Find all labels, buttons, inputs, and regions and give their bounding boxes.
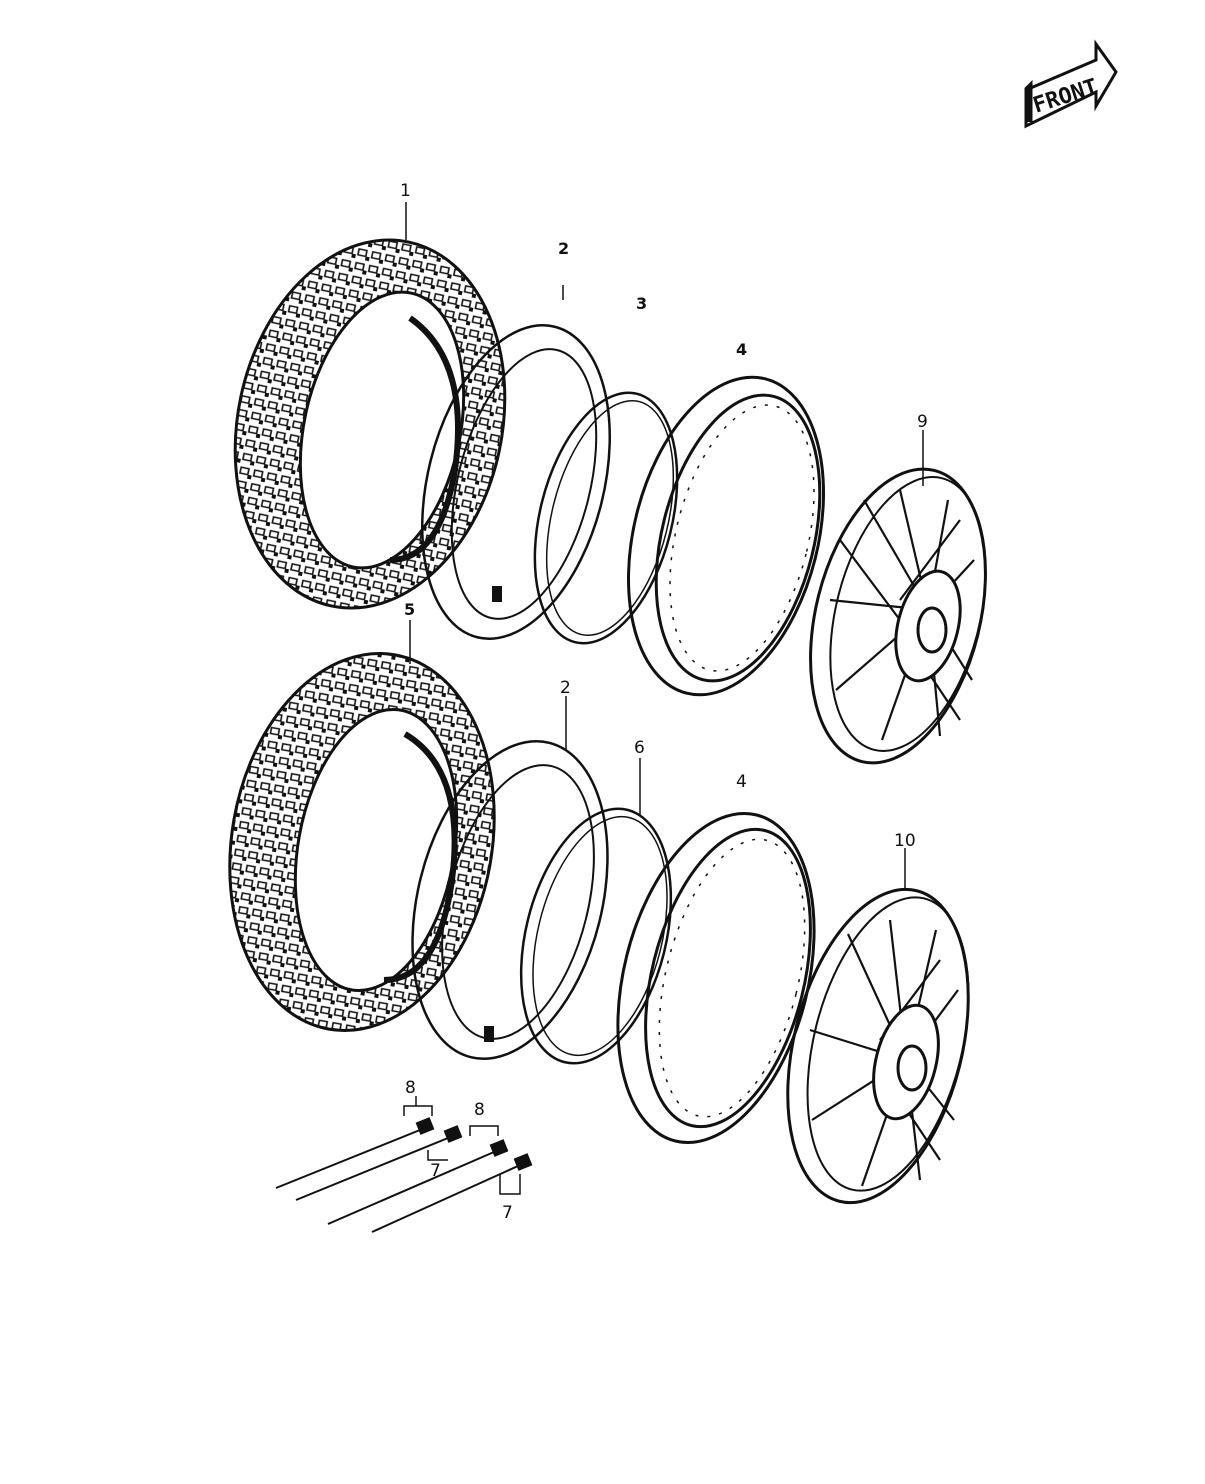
callout-9: 9 xyxy=(917,412,928,432)
callout-7-right: 7 xyxy=(502,1203,513,1223)
callout-5: 5 xyxy=(404,600,415,619)
callout-8-right: 8 xyxy=(474,1100,485,1120)
rear-rim-band xyxy=(519,807,673,1065)
callout-10: 10 xyxy=(894,831,916,851)
callout-6: 6 xyxy=(634,738,645,758)
rear-tire xyxy=(228,652,496,1032)
callout-2-front: 2 xyxy=(558,239,569,258)
callout-1: 1 xyxy=(400,181,411,201)
rear-rim xyxy=(616,811,816,1145)
rear-inner-tube xyxy=(411,739,609,1061)
callout-4-rear: 4 xyxy=(736,772,747,792)
callout-3: 3 xyxy=(636,294,647,313)
callout-8-left: 8 xyxy=(405,1078,416,1098)
front-direction-badge: FRONT xyxy=(1024,39,1118,129)
front-inner-tube xyxy=(421,324,611,640)
spokes-and-nipples xyxy=(275,1105,533,1233)
leader-lines xyxy=(405,202,924,1106)
front-tire xyxy=(233,238,507,610)
front-rim-band xyxy=(533,391,679,645)
callout-4-front: 4 xyxy=(736,340,747,359)
callout-2-rear: 2 xyxy=(560,678,571,698)
callout-7-left: 7 xyxy=(430,1161,441,1181)
front-wheel-assembly xyxy=(809,467,987,765)
rear-wheel-assembly xyxy=(786,887,970,1205)
front-rim xyxy=(627,375,825,697)
